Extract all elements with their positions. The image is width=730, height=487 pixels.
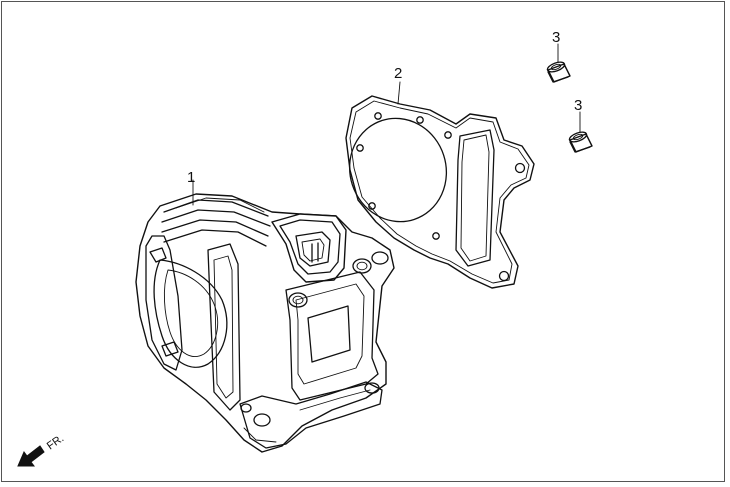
dowel-pin-lower: [568, 131, 593, 153]
diagram-frame: [1, 1, 725, 482]
callout-leader-2: [397, 81, 401, 105]
front-arrow-icon: [17, 445, 45, 467]
gasket: [345, 95, 535, 289]
callout-3b: 3: [574, 97, 582, 114]
front-label: FR.: [45, 432, 66, 452]
dowel-pin-upper: [546, 61, 571, 83]
callout-3a: 3: [552, 29, 560, 46]
cylinder: [135, 193, 395, 453]
callout-2: 2: [394, 65, 402, 82]
callout-1: 1: [187, 169, 195, 186]
front-direction-indicator: FR.: [17, 432, 66, 467]
